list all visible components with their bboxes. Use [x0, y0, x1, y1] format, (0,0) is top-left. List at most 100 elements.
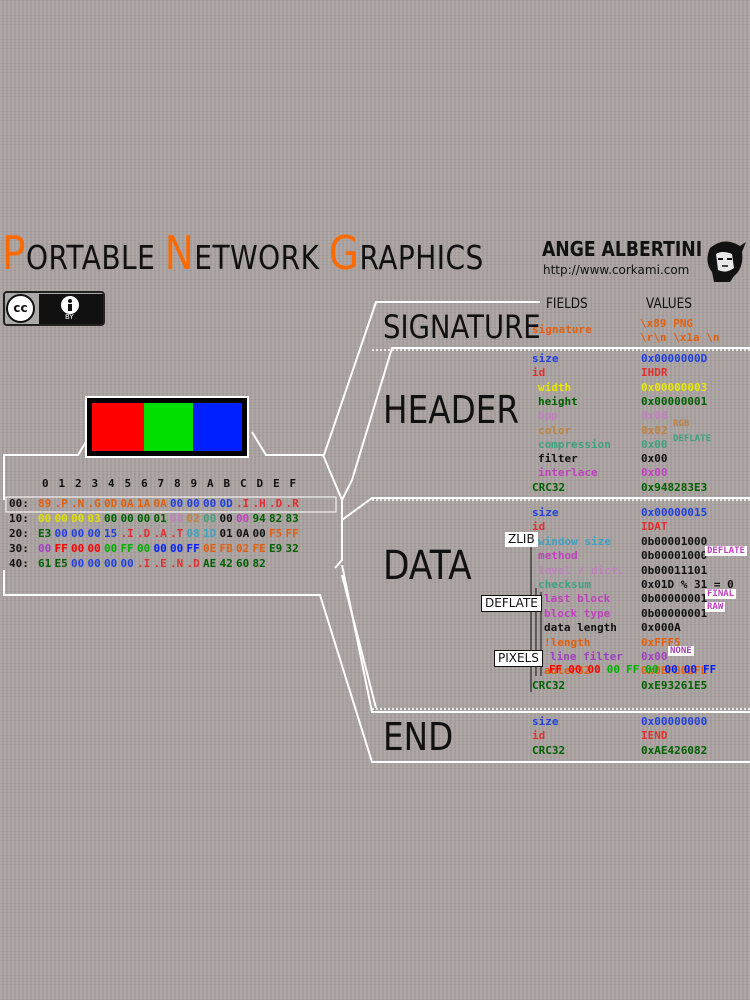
cc-by-license-badge: cc BY	[3, 291, 105, 326]
author-url: http://www.corkami.com	[543, 263, 690, 277]
data_fields-field-value: 0x00	[641, 650, 668, 663]
header_fields-field-name: CRC32	[532, 480, 566, 494]
hex-byte: 00	[186, 497, 200, 510]
hex-byte: 0D	[104, 497, 118, 510]
data_fields-field-name: last block	[544, 592, 611, 606]
hex-column-label: F	[289, 477, 297, 490]
hex-byte: 02	[186, 512, 200, 525]
data_fields-field-value: 0x0EFB02FE	[641, 664, 708, 678]
data_fields-field-name: line filter	[550, 650, 623, 663]
hex-byte: 42	[219, 557, 233, 570]
header_fields-field-name: height	[538, 394, 578, 408]
hex-byte: .A	[153, 527, 167, 540]
data_fields-field-value: 0x000A	[641, 621, 681, 635]
hex-byte: 1D	[203, 527, 217, 540]
header_fields-field-value: 0x00	[641, 466, 668, 480]
hex-byte: FF	[186, 542, 200, 555]
hex-row-offset: 10:	[9, 512, 29, 525]
red-pixel	[92, 403, 144, 451]
header_fields-field-name: color	[538, 423, 572, 437]
hex-byte: 00	[54, 512, 68, 525]
cc-icon: cc	[6, 294, 35, 323]
data_fields-field-value: 0b00011101	[641, 563, 708, 577]
hex-column-label: 8	[174, 477, 181, 490]
section-header: HEADER	[383, 388, 520, 432]
pixel-byte: 00	[664, 663, 678, 676]
hex-byte: 02	[236, 542, 250, 555]
end_fields-field-name: size	[532, 715, 559, 728]
hex-byte: 00	[170, 497, 184, 510]
hex-byte: 00	[71, 557, 85, 570]
hex-column-label: 5	[124, 477, 132, 490]
hex-byte: .I	[137, 557, 151, 570]
pixel-byte: 00	[587, 663, 601, 676]
hex-byte: 00	[153, 542, 167, 555]
pixel-byte: 00	[568, 663, 582, 676]
hex-column-label: C	[240, 477, 247, 490]
header_fields-field-value: 0x948283E3	[641, 480, 708, 494]
hex-byte: 00	[120, 512, 134, 525]
hex-byte: E3	[38, 527, 52, 540]
header_fields-field-name: width	[538, 380, 572, 394]
hex-byte: 00	[170, 542, 184, 555]
hex-byte: .D	[269, 497, 283, 510]
hex-byte: .D	[186, 557, 200, 570]
header-note-rgb: RGB	[673, 419, 690, 429]
hex-column-label: A	[207, 477, 214, 490]
hex-column-label: 6	[141, 477, 148, 490]
hex-byte: 82	[252, 557, 266, 570]
hex-byte: 94	[252, 512, 266, 525]
hex-byte: FF	[120, 542, 134, 555]
hex-byte: 61	[38, 557, 52, 570]
hex-row-offset: 20:	[9, 527, 29, 540]
hex-byte: .G	[87, 497, 101, 510]
data_fields-field-value: 0x00000015	[641, 506, 708, 519]
header_fields-field-name: compression	[538, 437, 611, 451]
hex-byte: 00	[87, 542, 101, 555]
rgb-image-preview	[85, 396, 249, 458]
hex-byte: 00	[219, 512, 233, 525]
header_fields-field-name: bpp	[538, 409, 558, 423]
pixel-byte: FF	[703, 663, 717, 676]
hex-byte: E5	[54, 557, 68, 570]
end_fields-field-name: CRC32	[532, 743, 566, 757]
author-name: ANGE ALBERTINI	[542, 237, 703, 261]
hex-byte: 00	[54, 527, 68, 540]
hex-byte: AE	[203, 557, 217, 570]
pixel-byte: 00	[606, 663, 620, 676]
data_fields-field-name: block type	[544, 606, 611, 620]
hex-column-label: 1	[58, 477, 66, 490]
data_fields-field-name: window size	[538, 534, 611, 548]
hex-byte: 0A	[153, 497, 167, 510]
data-note-raw: RAW	[705, 602, 726, 612]
hex-byte: 00	[38, 512, 52, 525]
end_fields-field-value: IEND	[641, 729, 668, 743]
header_fields-field-value: 0x00000001	[641, 394, 708, 408]
data_fields-field-value: 0b00001000	[641, 534, 708, 548]
zlib-label: ZLIB	[505, 532, 538, 547]
header_fields-field-name: id	[532, 366, 546, 380]
header_fields-field-value: 0x00000003	[641, 380, 708, 394]
hex-row-offset: 30:	[9, 542, 29, 555]
data-note-final: FINAL	[705, 589, 737, 599]
hex-row-offset: 00:	[9, 497, 29, 510]
pixels-label: PIXELS	[494, 650, 543, 667]
end_fields-field-value: 0x00000000	[641, 715, 708, 728]
header_fields-field-value: 0x0000000D	[641, 352, 708, 365]
data_fields-field-name: adler32	[544, 664, 591, 678]
hex-byte: FF	[285, 527, 299, 540]
hex-byte: 0D	[219, 497, 233, 510]
hex-byte: E9	[269, 542, 283, 555]
data-note-none: NONE	[668, 646, 694, 656]
hex-byte: .H	[252, 497, 266, 510]
hex-byte: 00	[236, 512, 250, 525]
signature-value-2: \r\n \x1a \n	[640, 331, 720, 344]
hex-byte: FF	[54, 542, 68, 555]
hex-byte: FB	[219, 542, 233, 555]
hex-byte: 00	[203, 512, 217, 525]
hex-column-label: 9	[190, 477, 198, 490]
hex-byte: .P	[54, 497, 68, 510]
